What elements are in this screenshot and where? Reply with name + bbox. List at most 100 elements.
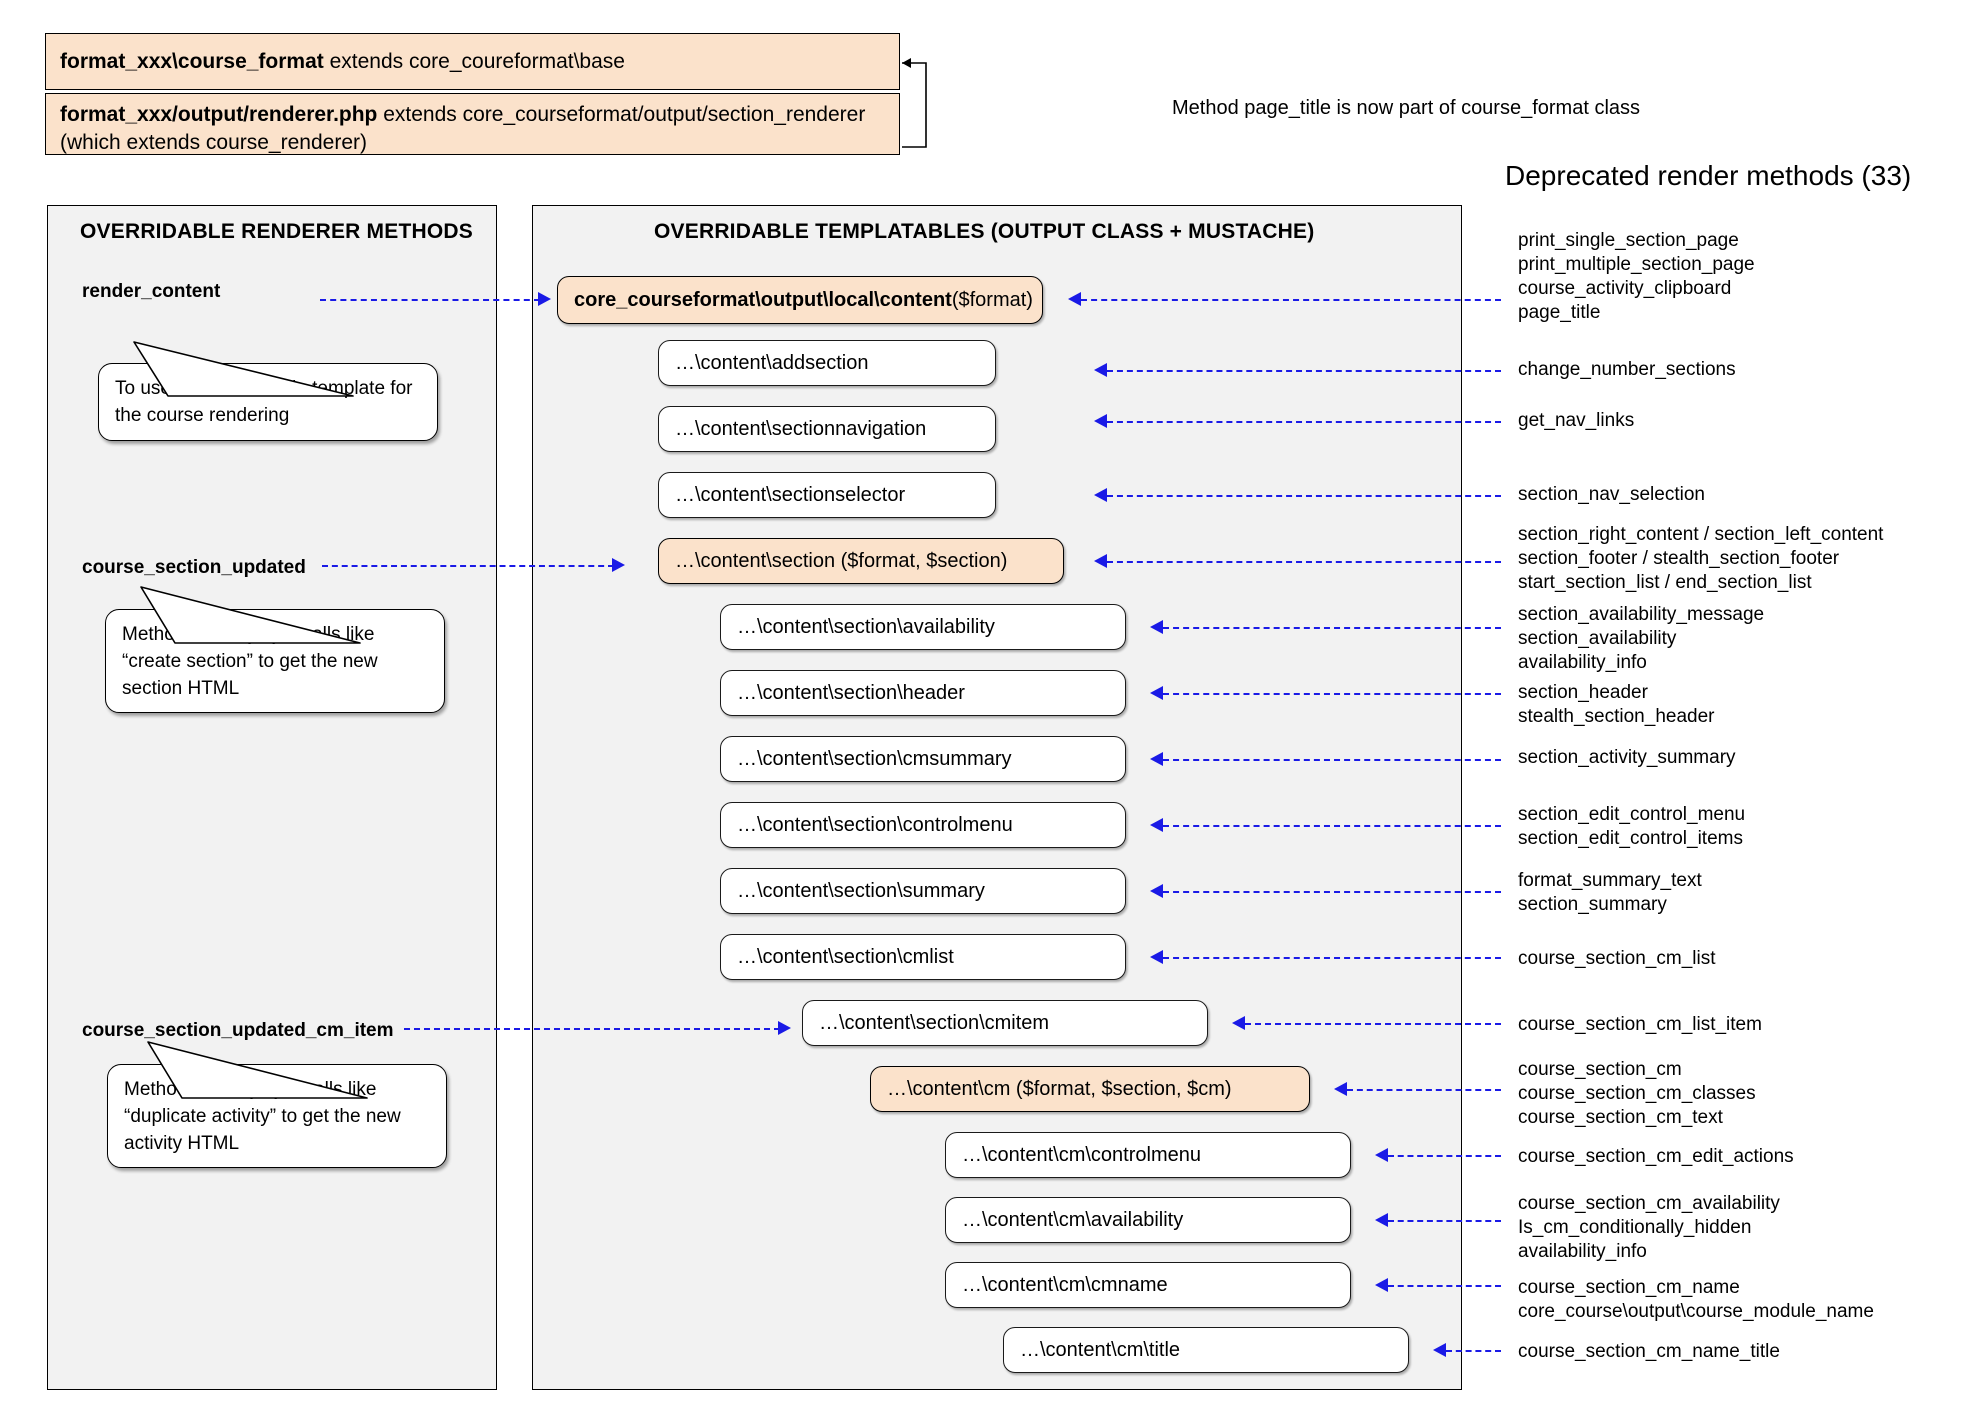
dep-connector-14 [1388, 1220, 1501, 1222]
templatable-box-cm-controlmenu[interactable]: …\content\cm\controlmenu [945, 1132, 1351, 1178]
deprecated-item: course_section_cm_classes [1518, 1083, 1756, 1105]
dep-arrow-3 [1094, 488, 1107, 502]
dep-connector-16 [1446, 1350, 1501, 1352]
templatable-box-cm-label: …\content\cm ($format, $section, $cm) [887, 1077, 1232, 1100]
deprecated-item: page_title [1518, 302, 1601, 324]
deprecated-item: course_section_cm_availability [1518, 1193, 1780, 1214]
deprecated-item: section_header [1518, 682, 1648, 703]
dep-arrow-16 [1433, 1343, 1446, 1357]
templatable-box-content[interactable]: core_courseformat\output\local\content (… [557, 276, 1043, 324]
connector-cm-item [404, 1028, 780, 1030]
class-box-course-format-bold: format_xxx\course_format [60, 49, 324, 73]
class-box-renderer-php-bold: format_xxx/output/renderer.php [60, 103, 378, 126]
dep-arrow-15 [1375, 1278, 1388, 1292]
left-panel-title: OVERRIDABLE RENDERER METHODS [80, 220, 473, 243]
class-box-course-format: format_xxx\course_format extends core_co… [45, 33, 900, 90]
deprecated-group-9: format_summary_text section_summary [1518, 869, 1702, 917]
dep-connector-9 [1163, 891, 1501, 893]
deprecated-item: section_availability_message [1518, 604, 1765, 625]
deprecated-item: course_section_cm_edit_actions [1518, 1146, 1794, 1167]
deprecated-item: section_footer / stealth_section_footer [1518, 548, 1840, 570]
dep-arrow-12 [1334, 1082, 1347, 1096]
callout-course-section-updated-cm-item: Method used by ajax calls like “duplicat… [107, 1064, 447, 1168]
dep-connector-10 [1163, 957, 1501, 959]
dep-connector-8 [1163, 825, 1501, 827]
deprecated-item: section_availability [1518, 628, 1677, 650]
deprecated-item: section_edit_control_menu [1518, 804, 1746, 825]
deprecated-item: course_section_cm_name_title [1518, 1341, 1780, 1362]
templatable-box-section-summary-label: …\content\section\summary [737, 879, 985, 902]
dep-connector-3 [1107, 495, 1501, 497]
templatable-box-sectionnavigation-label: …\content\sectionnavigation [675, 417, 927, 440]
deprecated-item: get_nav_links [1518, 410, 1635, 431]
deprecated-group-6: section_header stealth_section_header [1518, 681, 1714, 729]
deprecated-item: print_single_section_page [1518, 230, 1739, 251]
dep-arrow-13 [1375, 1148, 1388, 1162]
page-title-note: Method page_title is now part of course_… [1172, 97, 1641, 119]
templatable-box-cm-title[interactable]: …\content\cm\title [1003, 1327, 1409, 1373]
templatable-box-section-availability-label: …\content\section\availability [737, 615, 995, 638]
callout-course-section-updated-line3: section HTML [122, 677, 240, 699]
callout-course-section-updated-line1: Method used by ajax calls like [122, 624, 375, 645]
connector-course-section-updated [322, 565, 614, 567]
templatable-box-section-cmsummary[interactable]: …\content\section\cmsummary [720, 736, 1126, 782]
templatable-box-cm-title-label: …\content\cm\title [1020, 1338, 1181, 1361]
overridable-templatables-panel [532, 205, 1462, 1390]
deprecated-group-12: course_section_cm course_section_cm_clas… [1518, 1058, 1756, 1130]
templatable-box-section-header-label: …\content\section\header [737, 681, 965, 704]
templatable-box-cm-cmname-label: …\content\cm\cmname [962, 1273, 1168, 1296]
templatable-box-section-header[interactable]: …\content\section\header [720, 670, 1126, 716]
dep-connector-1 [1107, 370, 1501, 372]
dep-connector-0 [1081, 299, 1501, 301]
templatable-box-sectionnavigation[interactable]: …\content\sectionnavigation [658, 406, 996, 452]
templatable-box-section-cmitem[interactable]: …\content\section\cmitem [802, 1000, 1208, 1046]
templatable-box-section-cmlist[interactable]: …\content\section\cmlist [720, 934, 1126, 980]
templatable-box-cm-availability-label: …\content\cm\availability [962, 1208, 1184, 1231]
connector-render-content-arrow [538, 292, 551, 306]
dep-connector-2 [1107, 421, 1501, 423]
class-bracket-connector [902, 58, 927, 148]
deprecated-item: availability_info [1518, 1241, 1647, 1263]
deprecated-item: course_section_cm_list_item [1518, 1014, 1762, 1035]
templatable-box-addsection[interactable]: …\content\addsection [658, 340, 996, 386]
deprecated-group-3: section_nav_selection [1518, 483, 1705, 507]
templatable-box-cm-availability[interactable]: …\content\cm\availability [945, 1197, 1351, 1243]
deprecated-item: section_right_content / section_left_con… [1518, 524, 1884, 545]
callout-course-section-updated: Method used by ajax calls like “create s… [105, 609, 445, 713]
deprecated-item: course_section_cm_text [1518, 1107, 1723, 1129]
dep-arrow-9 [1150, 884, 1163, 898]
templatable-box-section-availability[interactable]: …\content\section\availability [720, 604, 1126, 650]
deprecated-item: stealth_section_header [1518, 706, 1715, 728]
templatable-box-section[interactable]: …\content\section ($format, $section) [658, 538, 1064, 584]
templatable-box-sectionselector[interactable]: …\content\sectionselector [658, 472, 996, 518]
dep-connector-12 [1347, 1089, 1501, 1091]
templatable-box-section-controlmenu[interactable]: …\content\section\controlmenu [720, 802, 1126, 848]
deprecated-item: print_multiple_section_page [1518, 254, 1755, 276]
deprecated-item: start_section_list / end_section_list [1518, 572, 1812, 594]
templatable-box-cm-cmname[interactable]: …\content\cm\cmname [945, 1262, 1351, 1308]
dep-arrow-8 [1150, 818, 1163, 832]
deprecated-group-14: course_section_cm_availability Is_cm_con… [1518, 1192, 1780, 1264]
deprecated-methods-title: Deprecated render methods (33) [1505, 160, 1912, 191]
deprecated-group-8: section_edit_control_menu section_edit_c… [1518, 803, 1745, 851]
deprecated-group-11: course_section_cm_list_item [1518, 1013, 1762, 1037]
deprecated-item: course_section_cm_list [1518, 948, 1716, 969]
deprecated-group-5: section_availability_message section_ava… [1518, 603, 1764, 675]
deprecated-item: section_activity_summary [1518, 747, 1736, 768]
templatable-box-cm[interactable]: …\content\cm ($format, $section, $cm) [870, 1066, 1310, 1112]
deprecated-item: section_edit_control_items [1518, 828, 1743, 850]
templatable-box-section-cmsummary-label: …\content\section\cmsummary [737, 747, 1012, 770]
callout-render-content: To use a different main template for the… [98, 363, 438, 441]
templatable-box-addsection-label: …\content\addsection [675, 351, 869, 374]
dep-arrow-1 [1094, 363, 1107, 377]
deprecated-item: course_activity_clipboard [1518, 278, 1732, 300]
deprecated-item: section_summary [1518, 894, 1667, 916]
callout-render-content-line1: To use a different main template for [115, 378, 413, 399]
method-label-course-section-updated-cm-item: course_section_updated_cm_item [82, 1020, 394, 1041]
class-box-renderer-php-rest: extends core_courseformat/output/section… [60, 103, 866, 154]
deprecated-group-16: course_section_cm_name_title [1518, 1340, 1780, 1364]
deprecated-group-10: course_section_cm_list [1518, 947, 1715, 971]
class-box-renderer-php-text: format_xxx/output/renderer.php extends c… [60, 101, 885, 156]
dep-connector-11 [1245, 1023, 1501, 1025]
templatable-box-section-summary[interactable]: …\content\section\summary [720, 868, 1126, 914]
